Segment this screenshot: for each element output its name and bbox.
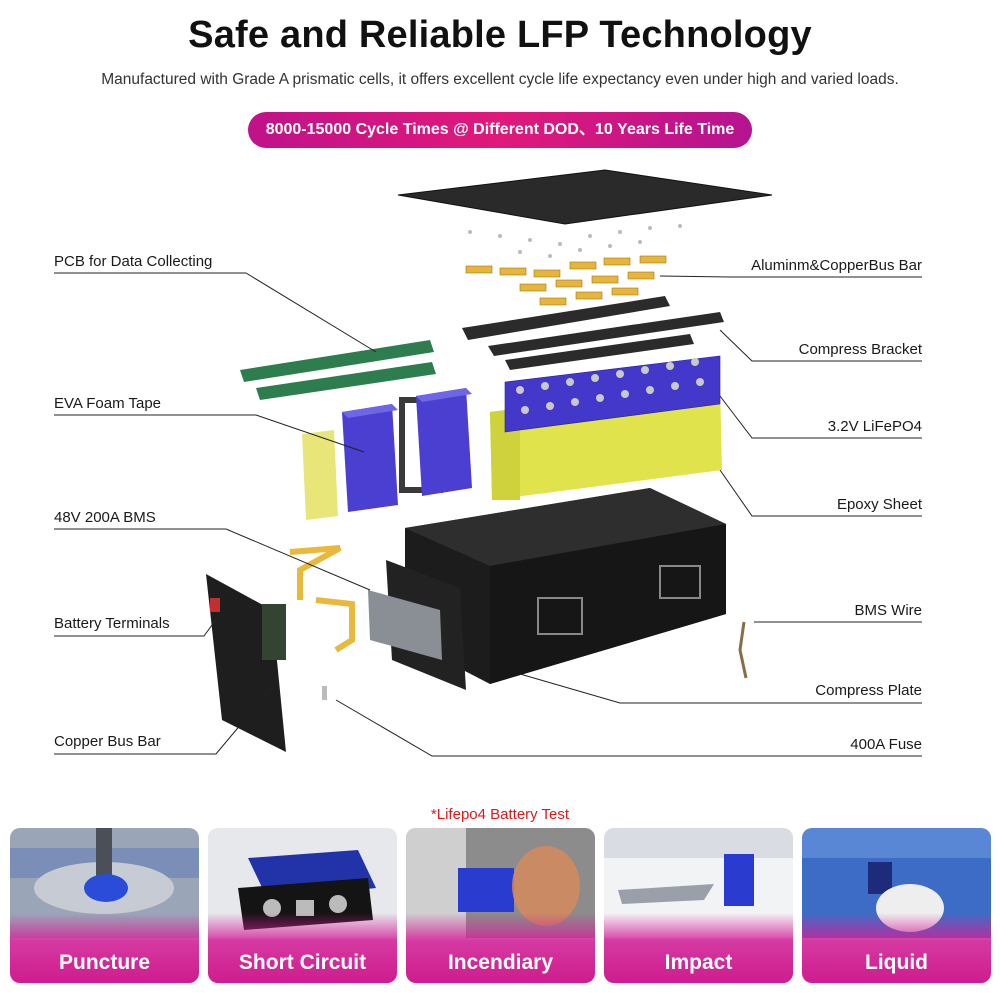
test-section-title: *Lifepo4 Battery Test — [430, 806, 570, 823]
test-label: Puncture — [58, 951, 150, 974]
cell-pack — [490, 355, 722, 500]
page-subtitle: Manufactured with Grade A prismatic cell… — [101, 71, 899, 88]
callout-fuse: 400A Fuse — [850, 736, 922, 753]
test-label: Short Circuit — [238, 951, 367, 974]
cycle-life-badge: 8000-15000 Cycle Times @ Different DOD、1… — [248, 112, 752, 148]
callout-eva-foam: EVA Foam Tape — [54, 395, 162, 412]
exploded-battery-diagram — [206, 169, 773, 752]
bms-board — [368, 590, 442, 660]
callout-epoxy-sheet: Epoxy Sheet — [836, 496, 922, 513]
bus-bars — [465, 255, 667, 306]
test-card-short-circuit: Short Circuit — [208, 828, 397, 983]
eva-foam — [302, 430, 338, 520]
pcb-strips — [240, 340, 436, 400]
test-label: Incendiary — [447, 951, 554, 974]
callout-bms-wire: BMS Wire — [854, 602, 923, 619]
test-card-puncture: Puncture — [10, 828, 199, 983]
callout-bms: 48V 200A BMS — [54, 509, 156, 526]
callout-leaders — [54, 272, 922, 757]
puncture-photo-icon — [10, 828, 199, 938]
callout-copper-bus-bar: Copper Bus Bar — [54, 733, 161, 750]
callout-compress-bracket: Compress Bracket — [798, 341, 922, 358]
callout-lifepo4-cell: 3.2V LiFePO4 — [827, 418, 922, 435]
screws — [468, 224, 682, 258]
callout-compress-plate: Compress Plate — [815, 682, 922, 699]
test-card-incendiary: Incendiary — [406, 828, 595, 983]
top-lid — [397, 169, 773, 225]
test-card-impact: Impact — [604, 828, 793, 983]
bms-wire — [738, 621, 748, 679]
page-title: Safe and Reliable LFP Technology — [188, 14, 812, 56]
test-card-liquid: Liquid — [802, 828, 991, 983]
battery-case — [405, 488, 726, 684]
callout-battery-terminals: Battery Terminals — [54, 615, 170, 632]
single-cells — [342, 388, 472, 512]
callout-pcb: PCB for Data Collecting — [54, 253, 213, 270]
compress-brackets — [462, 296, 724, 370]
test-label: Impact — [664, 951, 733, 974]
test-label: Liquid — [865, 951, 928, 974]
fuse — [322, 686, 327, 700]
copper-bars — [289, 545, 355, 653]
callout-bus-bar: Aluminm&CopperBus Bar — [751, 257, 922, 274]
